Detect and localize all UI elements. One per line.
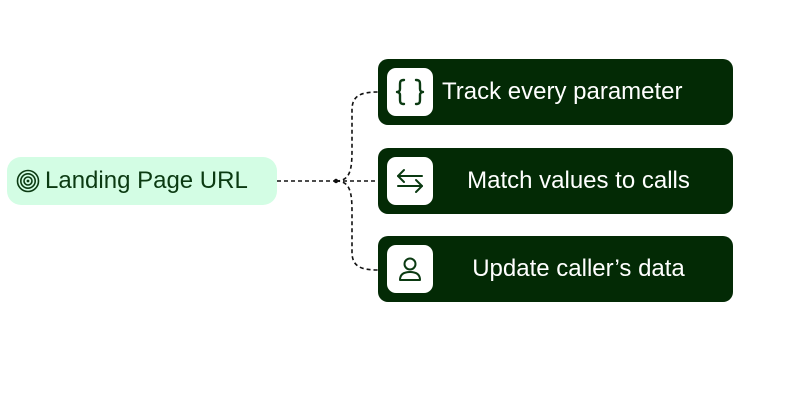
feature-card-update: Update caller’s data — [378, 236, 733, 302]
feature-label: Update caller’s data — [472, 255, 685, 282]
source-node: Landing Page URL — [7, 157, 277, 205]
connector-to-track — [335, 91, 379, 182]
source-label: Landing Page URL — [45, 167, 248, 194]
connector-junction — [333, 178, 339, 184]
connector-to-update — [335, 180, 379, 271]
feature-card-match: Match values to calls — [378, 148, 733, 214]
target-icon — [15, 168, 41, 194]
feature-label: Track every parameter — [442, 78, 683, 105]
user-icon — [387, 245, 433, 293]
braces-icon — [387, 68, 433, 116]
feature-label: Match values to calls — [467, 167, 690, 194]
feature-card-track: Track every parameter — [378, 59, 733, 125]
arrows-exchange-icon — [387, 157, 433, 205]
